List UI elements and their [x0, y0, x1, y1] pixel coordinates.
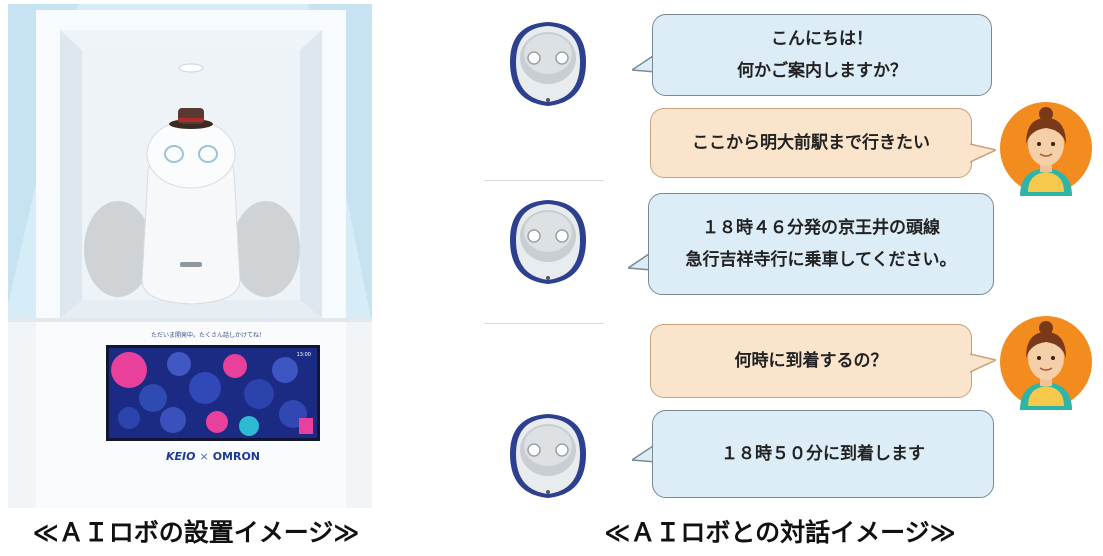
divider	[484, 323, 604, 324]
robot-bubble-tail	[632, 442, 656, 466]
installation-photo: ただいま開発中。たくさん話しかけてね！ 13:00 KEIO×OMRON	[8, 4, 372, 508]
installation-caption: ≪ＡＩロボの設置イメージ≫	[32, 518, 360, 547]
message-line: 急行吉祥寺行に乗車してください。	[685, 250, 957, 270]
user-bubble-tail	[970, 352, 996, 376]
robot-message-1: こんにちは！ 何かご案内しますか？	[652, 14, 992, 96]
keio-logo-text: KEIO	[165, 450, 196, 463]
robot-message-2: １８時４６分発の京王井の頭線 急行吉祥寺行に乗車してください。	[648, 193, 994, 295]
user-message-1: ここから明大前駅まで行きたい	[650, 108, 972, 178]
kiosk-headline: ただいま開発中。たくさん話しかけてね！	[150, 332, 265, 339]
kiosk-logos: KEIO×OMRON	[118, 450, 308, 463]
robot-avatar	[494, 14, 602, 110]
logo-separator: ×	[199, 450, 209, 463]
user-avatar	[998, 100, 1094, 196]
user-message-2: 何時に到着するの？	[650, 324, 972, 398]
divider	[484, 180, 604, 181]
screen-time: 13:00	[296, 352, 311, 358]
message-line: １８時５０分に到着します	[721, 443, 925, 464]
dialogue-caption: ≪ＡＩロボとの対話イメージ≫	[604, 518, 956, 547]
message-line: こんにちは！	[771, 28, 873, 49]
robot-avatar	[494, 192, 602, 288]
robot-message-3: １８時５０分に到着します	[652, 410, 994, 498]
message-line: 何かご案内しますか？	[737, 61, 907, 81]
robot-bubble-tail	[628, 250, 652, 274]
robot-bubble-tail	[632, 52, 656, 76]
kiosk-touch-screen[interactable]: 13:00	[106, 345, 320, 441]
user-avatar	[998, 314, 1094, 410]
user-bubble-tail	[970, 142, 996, 166]
message-line: 何時に到着するの？	[734, 350, 888, 371]
robot-avatar	[494, 406, 602, 502]
message-line: ここから明大前駅まで行きたい	[692, 132, 930, 153]
screen-bubbles-graphic	[111, 352, 313, 436]
omron-logo-text: OMRON	[212, 450, 261, 463]
message-line: １８時４６分発の京王井の頭線	[701, 217, 940, 238]
